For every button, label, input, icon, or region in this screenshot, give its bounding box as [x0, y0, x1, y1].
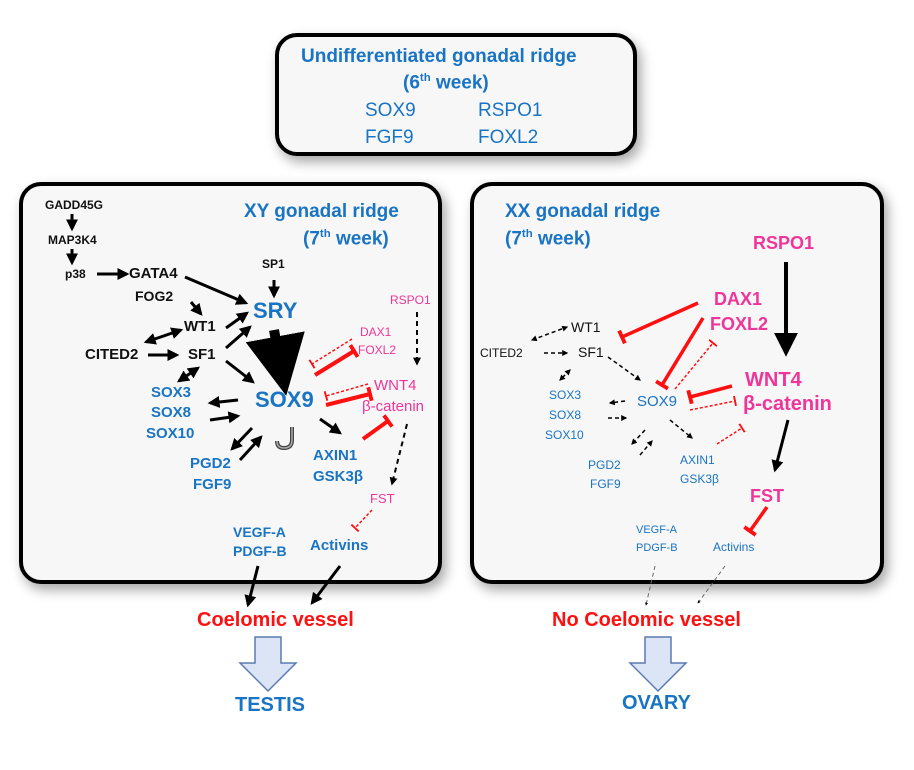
node-map3k4: MAP3K4	[48, 233, 97, 247]
node-activins: Activins	[310, 537, 369, 554]
node-gata4: GATA4	[129, 265, 178, 282]
xx-node-dax1: DAX1	[714, 289, 763, 309]
node-foxl2: FOXL2	[358, 343, 397, 357]
xx-node-vegfa: VEGF-A	[636, 524, 677, 536]
xx-week-suffix: week)	[532, 228, 591, 250]
undifferentiated-panel	[275, 33, 637, 156]
top-gene-foxl2: FOXL2	[478, 127, 539, 148]
xx-node-pdgfb: PDGF-B	[636, 542, 678, 554]
top-gene-rspo1: RSPO1	[478, 100, 543, 121]
xy-week-prefix: (7	[303, 228, 320, 250]
node-fgf9: FGF9	[193, 476, 232, 493]
top-week-prefix: (6	[403, 72, 420, 94]
xx-outcome: No Coelomic vessel	[552, 609, 741, 631]
xx-node-sox9: SOX9	[637, 393, 678, 410]
xx-node-sox8: SOX8	[549, 408, 582, 422]
node-sp1: SP1	[262, 257, 285, 271]
xy-title: XY gonadal ridge	[244, 201, 399, 222]
xx-result: OVARY	[622, 692, 691, 714]
xx-week-prefix: (7	[505, 228, 522, 250]
top-week-sup: th	[419, 72, 431, 84]
node-sox8: SOX8	[151, 404, 192, 421]
xy-week-suffix: week)	[330, 228, 389, 250]
node-vegfa: VEGF-A	[233, 524, 286, 540]
node-sox10: SOX10	[146, 425, 195, 442]
top-week: (6th week)	[403, 72, 489, 94]
top-title: Undifferentiated gonadal ridge	[301, 46, 577, 67]
xx-node-wnt4: WNT4	[745, 369, 802, 391]
node-wnt4: WNT4	[374, 377, 417, 394]
node-axin1: AXIN1	[313, 447, 358, 464]
xy-result: TESTIS	[235, 694, 306, 716]
xx-node-wt1: WT1	[571, 319, 601, 335]
node-sf1: SF1	[188, 346, 216, 363]
xx-node-pgd2: PGD2	[588, 458, 621, 472]
xx-node-sox3: SOX3	[549, 388, 582, 402]
xy-outcome: Coelomic vessel	[197, 609, 354, 631]
testis-block-arrow	[238, 636, 298, 693]
xy-week: (7th week)	[303, 228, 389, 250]
node-fog2: FOG2	[135, 288, 174, 304]
node-cited2: CITED2	[85, 346, 139, 363]
node-p38: p38	[65, 267, 86, 281]
node-sox3: SOX3	[151, 384, 192, 401]
node-gadd45g: GADD45G	[45, 198, 104, 212]
node-sry: SRY	[253, 298, 298, 323]
xx-node-fst: FST	[750, 486, 784, 506]
xx-node-activins: Activins	[713, 540, 755, 554]
ovary-block-arrow	[628, 636, 688, 693]
top-gene-fgf9: FGF9	[365, 127, 414, 148]
node-wt1: WT1	[184, 318, 216, 335]
xx-node-cited2: CITED2	[480, 346, 523, 360]
node-gsk3b: GSK3β	[313, 468, 364, 485]
node-fst: FST	[370, 491, 395, 506]
xx-node-bcatenin: β-catenin	[743, 393, 832, 415]
node-pgd2: PGD2	[190, 455, 231, 472]
top-gene-sox9: SOX9	[365, 100, 416, 121]
xx-title: XX gonadal ridge	[505, 201, 661, 222]
xx-node-sf1: SF1	[578, 344, 604, 360]
xx-week-sup: th	[521, 228, 533, 240]
top-week-suffix: week)	[430, 72, 489, 94]
xy-week-sup: th	[319, 228, 331, 240]
node-pdgfb: PDGF-B	[233, 543, 287, 559]
node-bcatenin: β-catenin	[362, 398, 424, 415]
xx-week: (7th week)	[505, 228, 591, 250]
xx-node-gsk3b: GSK3β	[680, 472, 719, 486]
node-rspo1: RSPO1	[390, 293, 431, 307]
node-sox9: SOX9	[255, 387, 314, 412]
xx-node-rspo1: RSPO1	[753, 233, 815, 253]
xx-node-foxl2: FOXL2	[710, 314, 769, 334]
xx-node-sox10: SOX10	[545, 428, 584, 442]
xx-node-axin1: AXIN1	[680, 453, 715, 467]
node-dax1: DAX1	[360, 325, 392, 339]
xx-node-fgf9: FGF9	[590, 477, 621, 491]
